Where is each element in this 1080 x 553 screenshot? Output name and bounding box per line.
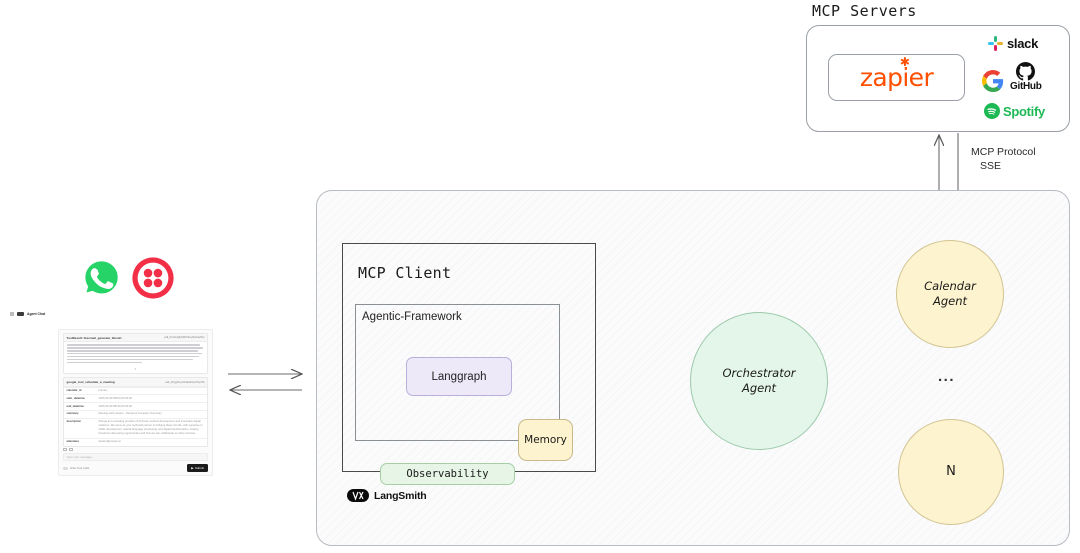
agentic-framework-panel	[355, 304, 560, 441]
orchestrator-line2: Agent	[741, 381, 777, 395]
spotify-icon	[984, 103, 1000, 119]
google-logo[interactable]	[982, 70, 1004, 92]
hide-tool-calls-label: Hide Tool Calls	[70, 466, 90, 470]
table-row: description Pampa.ai is a leading provid…	[64, 417, 207, 438]
orchestrator-agent-label: Orchestrator Agent	[722, 366, 795, 396]
schedule-result-id: call_0OgyBuyUb3EwDsx37LpN5	[165, 380, 205, 384]
table-row: attendees lautaro@pampa.ai	[64, 437, 207, 446]
field-value: primary	[98, 389, 108, 392]
nth-agent-node[interactable]: N	[898, 419, 1004, 525]
slack-label: slack	[1007, 36, 1039, 51]
tool-result-id: call_tK3JwQEQMfC9eyRwKaZ4Q	[164, 336, 205, 340]
mcp-client-title: MCP Client	[358, 264, 452, 282]
tool-result-key: ToolResult: firecrawl_generate_llmstxt	[66, 335, 122, 340]
table-row: start_datetime 2025-06-30T08:00:00-03:00	[64, 394, 207, 402]
calendar-line2: Agent	[932, 294, 968, 308]
field-label: end_datetime	[66, 404, 84, 408]
field-label: attendees	[66, 440, 80, 444]
mcp-protocol-line2: SSE	[980, 160, 1002, 173]
send-icon: ▶	[191, 466, 194, 470]
nth-agent-label: N	[946, 463, 956, 479]
spotify-label: Spotify	[1003, 103, 1045, 119]
image-icon[interactable]	[69, 447, 73, 451]
field-value: 2025-06-30T08:30:00-03:00	[98, 404, 132, 408]
github-icon	[1016, 62, 1036, 81]
calendar-agent-node[interactable]: Calendar Agent	[896, 240, 1004, 348]
expand-chevron-icon[interactable]: ▾	[134, 367, 137, 372]
tool-result-card: ToolResult: firecrawl_generate_llmstxt c…	[63, 333, 208, 375]
langgraph-label: Langgraph	[431, 370, 487, 383]
agent-chat-screenshot[interactable]: Agent Chat ToolResult: firecrawl_generat…	[8, 310, 216, 485]
slack-logo[interactable]: slack	[988, 36, 1038, 51]
calendar-line1: Calendar	[924, 279, 976, 294]
mcp-servers-title: MCP Servers	[812, 2, 917, 20]
field-value: Pampa.ai is a leading provider of AI-dri…	[98, 420, 203, 436]
field-value: lautaro@pampa.ai	[98, 440, 121, 444]
hide-tool-calls-toggle[interactable]: Hide Tool Calls	[63, 466, 89, 470]
tool-result-body	[64, 342, 207, 366]
chat-thread-panel: ToolResult: firecrawl_generate_llmstxt c…	[58, 329, 213, 476]
field-label: summary	[66, 412, 79, 416]
memory-node[interactable]: Memory	[518, 419, 573, 461]
orchestrator-line1: Orchestrator	[722, 366, 796, 381]
table-row: end_datetime 2025-06-30T08:30:00-03:00	[64, 402, 207, 410]
hamburger-icon[interactable]	[10, 312, 14, 316]
twilio-icon[interactable]	[131, 256, 175, 300]
langsmith-logo[interactable]: LangSmith	[347, 489, 427, 502]
google-icon	[982, 70, 1004, 92]
zapier-star-icon: ✱	[899, 55, 910, 69]
message-input[interactable]: Type your message...	[63, 453, 208, 461]
schedule-result-key: google_tool_schedule_a_meeting	[66, 380, 115, 385]
zapier-card[interactable]: ✱ zapier	[828, 54, 965, 101]
mcp-protocol-line1: MCP Protocol	[971, 146, 1036, 158]
orchestrator-agent-node[interactable]: Orchestrator Agent	[690, 312, 828, 450]
calendar-agent-label: Calendar Agent	[924, 279, 976, 309]
schedule-result-header: google_tool_schedule_a_meeting call_0Ogy…	[64, 378, 207, 387]
table-row: calendar_id primary	[64, 386, 207, 395]
observability-node[interactable]: Observability	[380, 463, 515, 485]
field-label: start_datetime	[66, 396, 85, 400]
composer-bottom-row: Hide Tool Calls ▶ Submit	[63, 464, 208, 472]
field-label: description	[66, 420, 82, 424]
toggle-switch-icon	[63, 466, 68, 470]
field-label: calendar_id	[66, 389, 82, 392]
chat-topbar: Agent Chat	[10, 312, 45, 316]
table-row: summary Meeting with Lautaro - Pampa.ai …	[64, 410, 207, 418]
spotify-logo[interactable]: Spotify	[984, 103, 1045, 119]
zapier-logo: ✱ zapier	[859, 55, 934, 92]
github-label: GitHub	[1010, 81, 1042, 92]
slack-icon	[988, 36, 1003, 51]
schedule-result-card: google_tool_schedule_a_meeting call_0Ogy…	[63, 377, 208, 447]
field-value: 2025-06-30T08:00:00-03:00	[98, 396, 132, 400]
memory-label: Memory	[524, 434, 567, 446]
tool-result-header: ToolResult: firecrawl_generate_llmstxt c…	[64, 334, 207, 343]
agentic-framework-title: Agentic-Framework	[362, 311, 462, 323]
whatsapp-icon[interactable]	[78, 254, 125, 301]
chat-app-title: Agent Chat	[27, 312, 46, 316]
app-logo-icon	[17, 312, 24, 316]
github-logo[interactable]: GitHub	[1010, 62, 1042, 92]
langsmith-icon	[347, 489, 369, 502]
observability-label: Observability	[406, 468, 489, 480]
composer-toolbar	[63, 447, 73, 451]
submit-label: Submit	[195, 466, 204, 470]
attachment-icon[interactable]	[63, 447, 67, 451]
more-agents-ellipsis: ...	[938, 368, 956, 385]
field-value: Meeting with Lautaro - Pampa.ai Company …	[98, 412, 162, 416]
mcp-protocol-annotation: MCP Protocol SSE	[971, 145, 1036, 173]
submit-button[interactable]: ▶ Submit	[187, 464, 208, 472]
langsmith-label: LangSmith	[374, 489, 427, 502]
langgraph-node[interactable]: Langgraph	[406, 357, 512, 396]
